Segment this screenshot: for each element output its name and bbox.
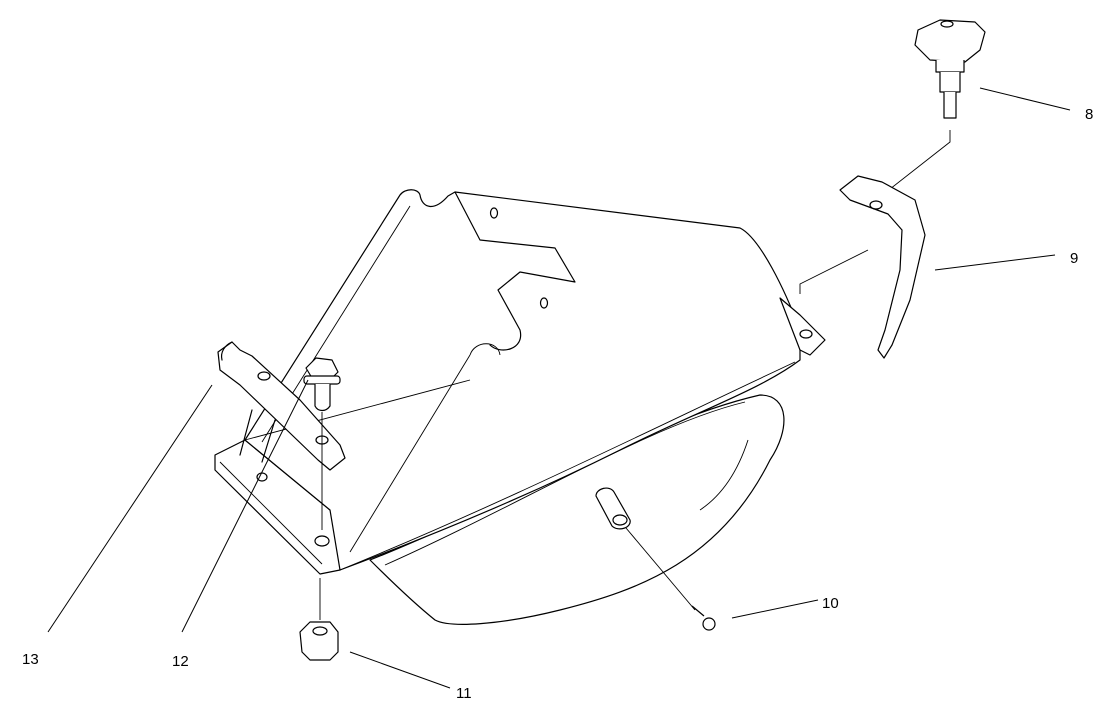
callout-10: 10 [822, 595, 839, 612]
main-bracket [214, 189, 826, 575]
knob-part-8 [875, 19, 986, 201]
lever-part-9 [799, 175, 926, 359]
spacer-part-10 [595, 487, 716, 631]
bolt-part-12 [303, 357, 341, 530]
callout-13: 13 [22, 651, 39, 668]
callout-8: 8 [1085, 106, 1093, 123]
callout-11: 11 [456, 685, 472, 702]
nut-part-11 [299, 578, 339, 661]
callout-12: 12 [172, 653, 189, 670]
callout-9: 9 [1070, 250, 1078, 267]
callouts: 8 9 10 11 12 13 [22, 106, 1093, 702]
leader-lines [47, 87, 1071, 689]
clip-part-13 [217, 341, 346, 471]
